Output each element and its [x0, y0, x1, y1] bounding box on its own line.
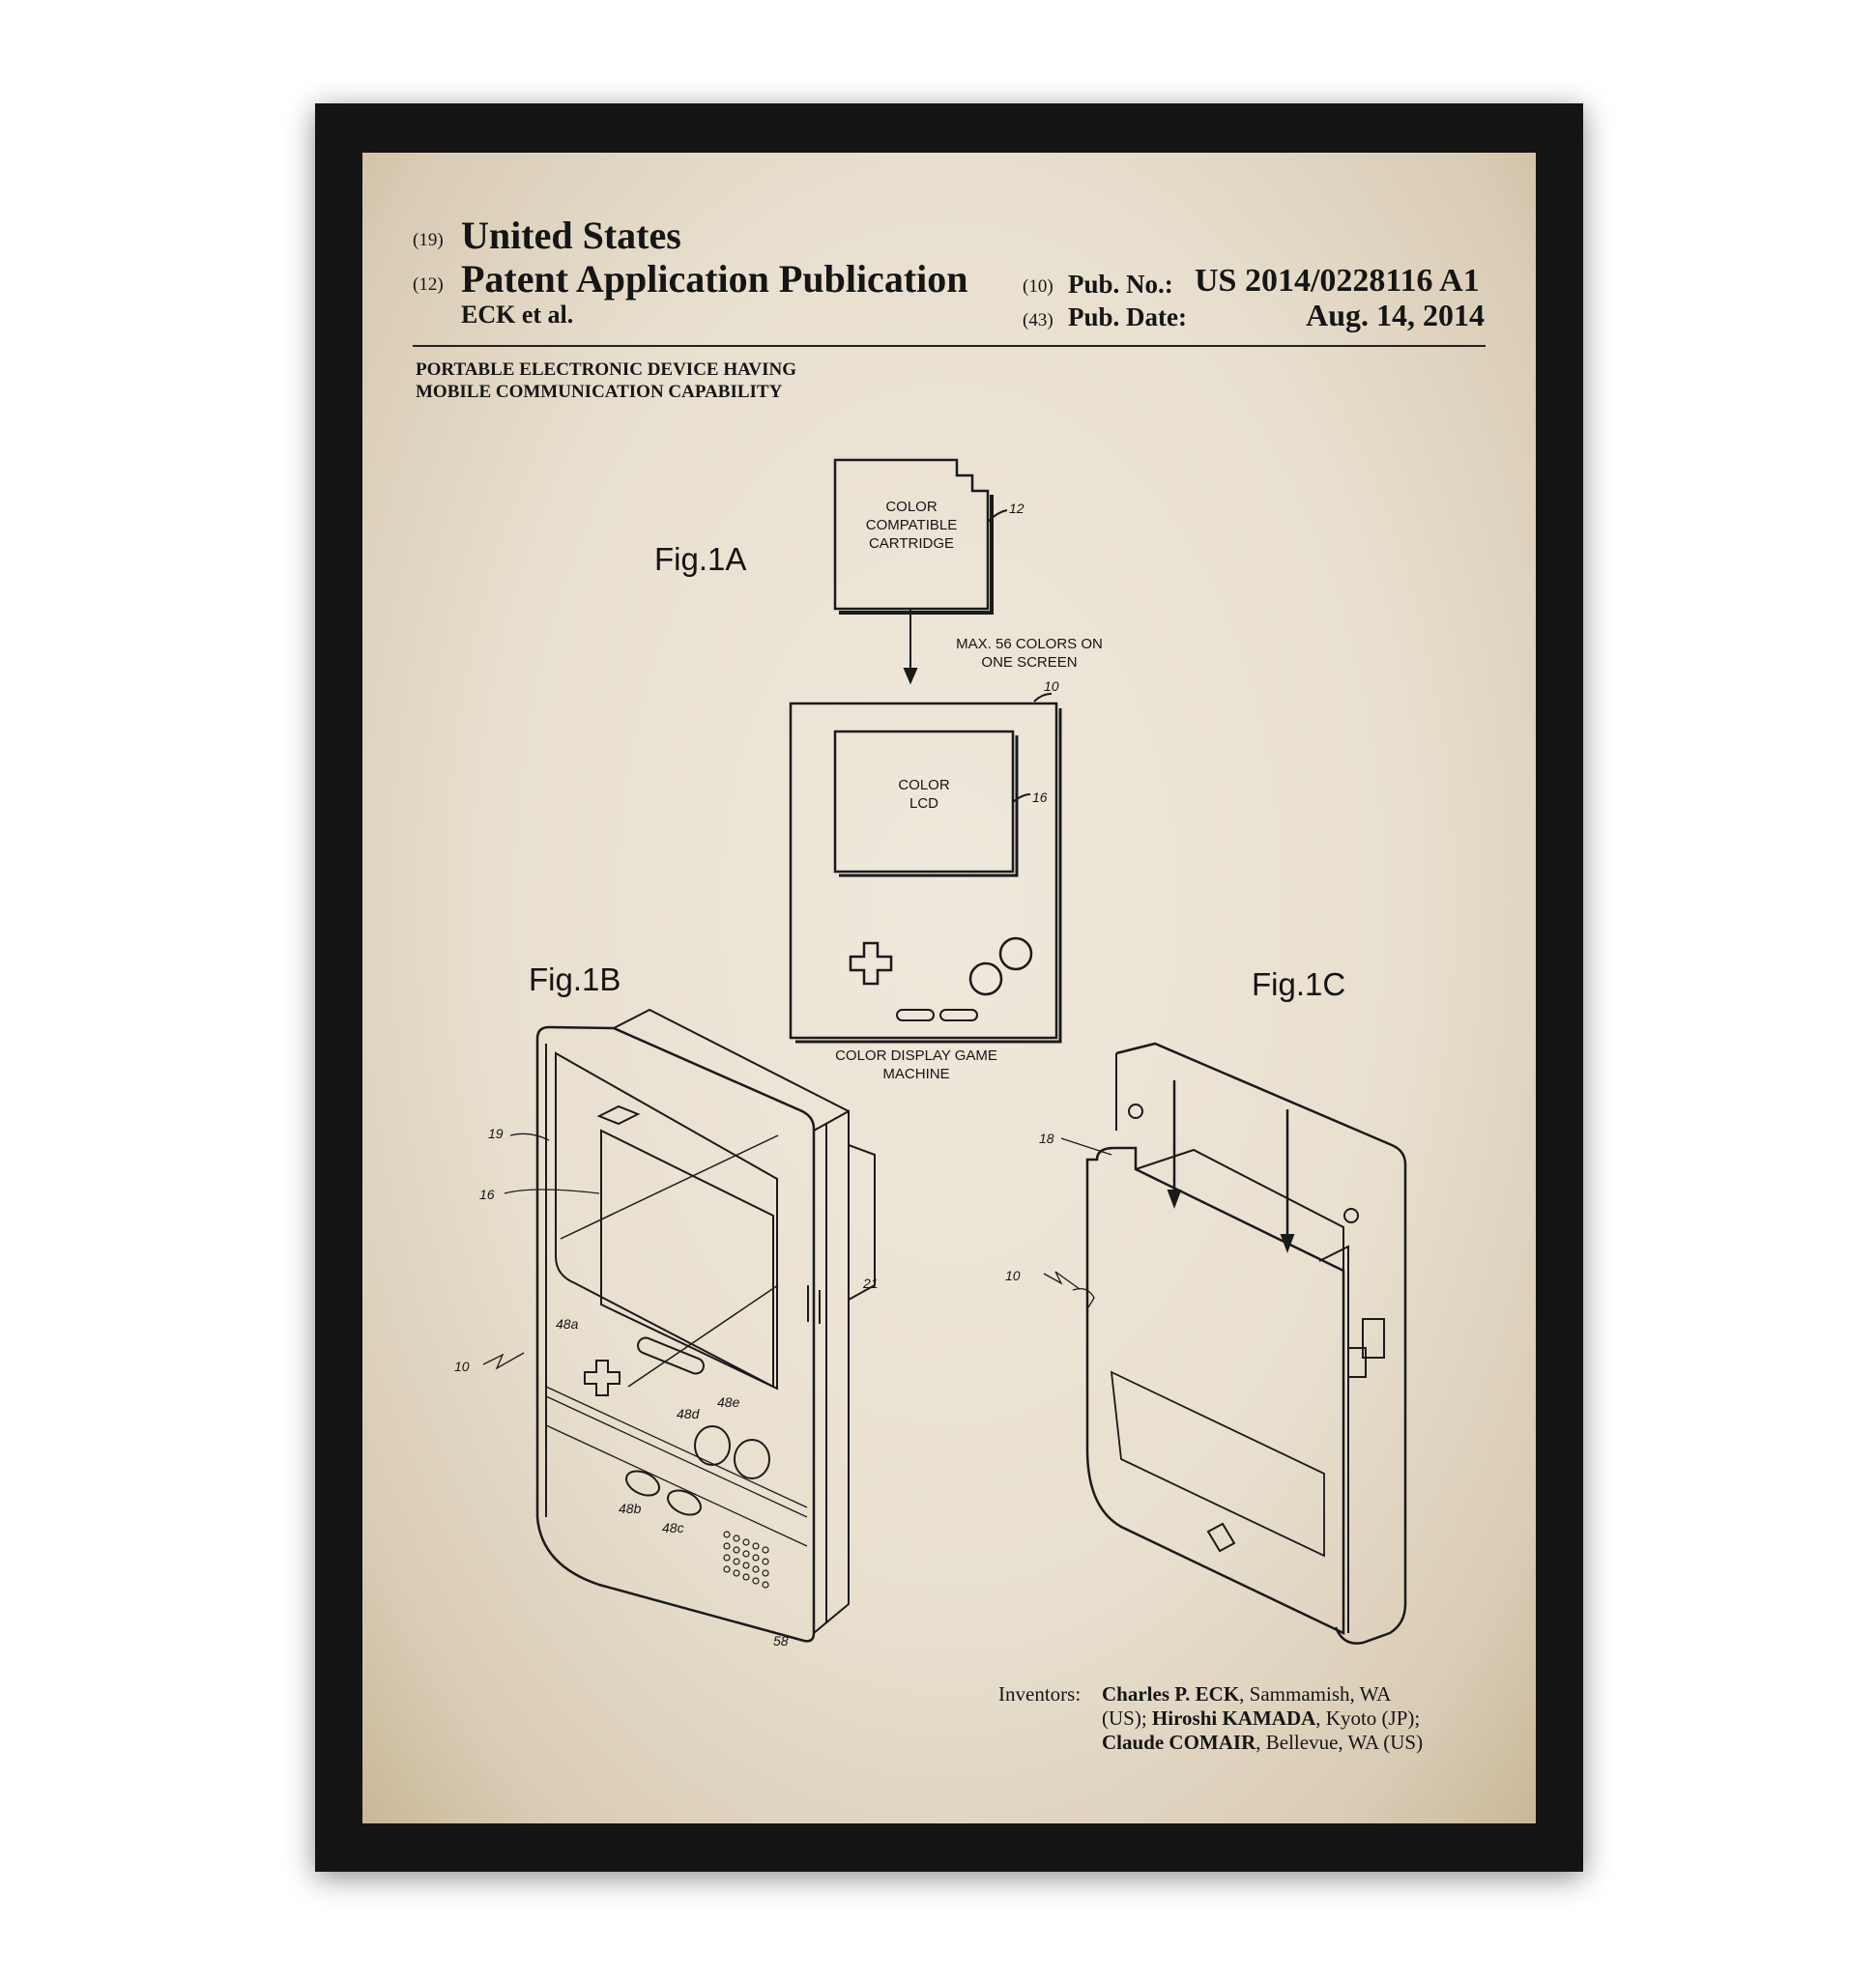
ref-19: 19: [488, 1126, 504, 1141]
patent-paper: [362, 153, 1536, 1823]
arrow-text-line: ONE SCREEN: [981, 654, 1078, 671]
ref-21: 21: [863, 1276, 879, 1291]
fig-1b-label: Fig.1B: [529, 961, 621, 997]
caption-line: COLOR DISPLAY GAME: [835, 1047, 997, 1064]
pub-date-code: (43): [1023, 310, 1053, 330]
cartridge-text-line: COLOR: [885, 499, 938, 515]
inventors-label: Inventors:: [998, 1682, 1082, 1706]
device-caption: COLOR DISPLAY GAME MACHINE: [812, 1047, 1021, 1083]
ref-48d: 48d: [677, 1406, 700, 1421]
fig-1c-label: Fig.1C: [1252, 966, 1346, 1002]
pub-date-label: Pub. Date:: [1068, 302, 1187, 331]
cartridge-drawing: [833, 458, 1008, 615]
publication-type: Patent Application Publication: [461, 257, 968, 301]
ref-10: 10: [454, 1359, 470, 1374]
inventor-line-1: Charles P. ECK, Sammamish, WA: [1102, 1682, 1391, 1707]
cartridge-text-line: CARTRIDGE: [868, 535, 955, 552]
inventor-line-2: (US); Hiroshi KAMADA, Kyoto (JP);: [1102, 1707, 1420, 1731]
inventor-name: Claude COMAIR: [1102, 1731, 1256, 1754]
lcd-text-line: LCD: [909, 795, 938, 812]
speaker-grille: [723, 1531, 769, 1589]
ref-58: 58: [773, 1633, 789, 1649]
device-front-drawing: [789, 693, 1062, 1044]
inventor-line-3: Claude COMAIR, Bellevue, WA (US): [1102, 1731, 1423, 1755]
lcd-text-line: COLOR: [898, 777, 950, 793]
inventor-name: Charles P. ECK: [1102, 1682, 1240, 1706]
ref-48a: 48a: [556, 1316, 579, 1332]
inventor-location: , Bellevue, WA (US): [1255, 1731, 1424, 1754]
type-code: (12): [413, 274, 444, 295]
device-isometric-front: [482, 1008, 876, 1643]
lcd-text: COLOR LCD: [835, 776, 1013, 813]
arrow-text-line: MAX. 56 COLORS ON: [956, 636, 1103, 652]
applicant: ECK et al.: [461, 301, 574, 329]
device-isometric-back: [1043, 1042, 1407, 1645]
fig-1a-label: Fig.1A: [654, 541, 747, 577]
country: United States: [461, 214, 681, 257]
ref-48c: 48c: [662, 1520, 684, 1535]
header-divider: [413, 345, 1486, 347]
pub-no-label: Pub. No.:: [1068, 270, 1173, 299]
ref-18: 18: [1039, 1131, 1054, 1146]
inventor-location: , Kyoto (JP);: [1315, 1707, 1421, 1730]
ref-12: 12: [1009, 501, 1025, 516]
title-line-1: PORTABLE ELECTRONIC DEVICE HAVING: [416, 359, 797, 380]
arrow-to-device: [903, 609, 918, 685]
ref-16: 16: [1032, 789, 1048, 805]
title-line-2: MOBILE COMMUNICATION CAPABILITY: [416, 382, 783, 402]
cartridge-text-line: COMPATIBLE: [865, 517, 958, 533]
cartridge-text: COLOR COMPATIBLE CARTRIDGE: [835, 498, 988, 553]
pub-no-code: (10): [1023, 276, 1053, 297]
inventor-location: , Sammamish, WA: [1239, 1682, 1392, 1706]
inventor-name: Hiroshi KAMADA: [1151, 1707, 1316, 1730]
ref-10: 10: [1005, 1268, 1021, 1283]
country-code: (19): [413, 230, 444, 250]
ref-48b: 48b: [619, 1501, 642, 1516]
ref-10: 10: [1044, 678, 1059, 694]
pub-date: Aug. 14, 2014: [1306, 298, 1485, 332]
ref-48e: 48e: [717, 1394, 740, 1410]
caption-line: MACHINE: [882, 1066, 950, 1082]
ref-16: 16: [479, 1187, 495, 1202]
inventor-location: (US);: [1102, 1707, 1152, 1730]
arrow-text: MAX. 56 COLORS ON ONE SCREEN: [938, 635, 1121, 672]
pub-no: US 2014/0228116 A1: [1195, 263, 1480, 299]
